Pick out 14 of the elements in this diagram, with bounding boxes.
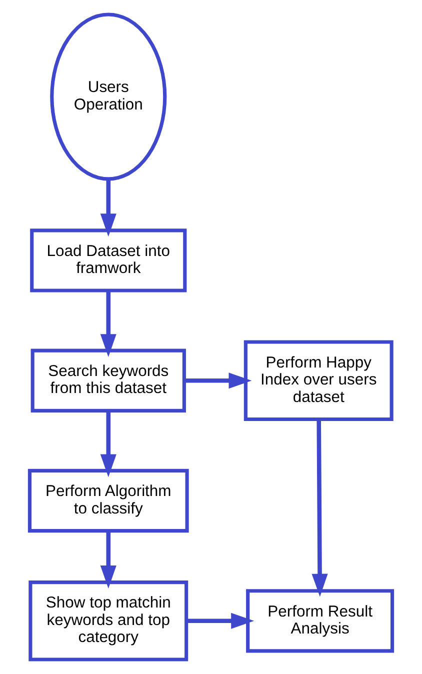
node-ellipse: Users Operation	[50, 12, 167, 181]
node-box: Perform Result Analysis	[246, 589, 394, 653]
arrow	[100, 411, 116, 478]
arrow	[100, 531, 116, 588]
arrow	[184, 372, 252, 389]
node-box: Search keywords from this dataset	[30, 348, 186, 412]
arrow	[100, 179, 116, 237]
arrow	[312, 420, 328, 597]
arrow	[186, 612, 254, 629]
node-box: Load Dataset into framwork	[30, 228, 187, 292]
node-box: Perform Algorithm to classify	[28, 468, 189, 533]
node-box: Perform Happy Index over users dataset	[244, 340, 394, 422]
arrow	[100, 290, 116, 358]
node-box: Show top matchin keywords and top category	[28, 580, 188, 662]
